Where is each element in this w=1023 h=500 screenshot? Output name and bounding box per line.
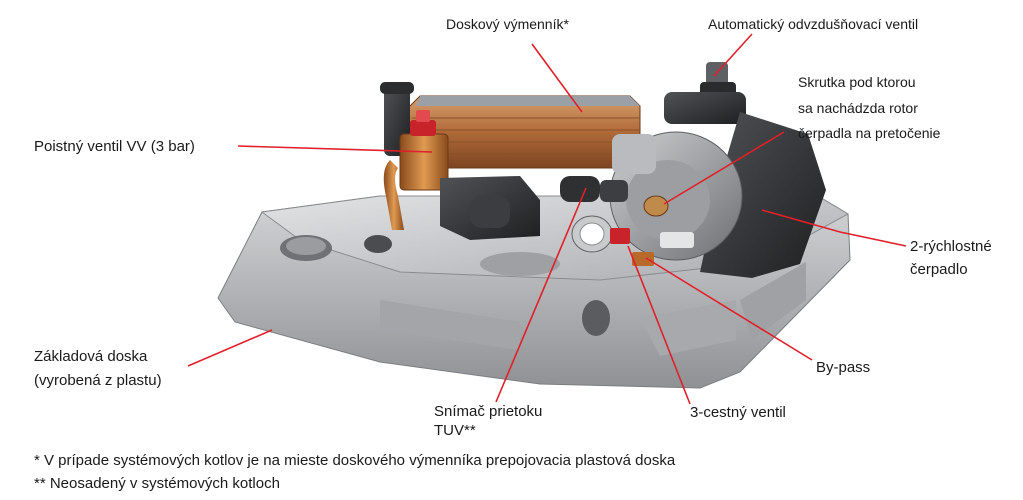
leader-lines [187,33,907,405]
label-base-plate-line-1: Základová doska [34,348,148,365]
leader-air-vent [713,33,753,77]
label-pump-screw-line-3: čerpadla na pretočenie [798,125,941,141]
flow-sensor-and-valves [560,176,654,266]
label-pump-screw-line-1: Skrutka pod ktorou [798,74,916,90]
leader-safety-valve [237,145,433,153]
label-pump-screw-line-2: sa nachádzda rotor [798,100,918,116]
leader-plate-exchanger [531,43,583,113]
leader-pump-screw [663,131,785,205]
automatic-air-vent [664,62,746,124]
label-flow-sensor-line-1: Snímač prietoku [434,403,543,420]
plate-heat-exchanger [407,95,641,169]
label-pump-line-1: 2-rýchlostné [910,238,992,255]
leader-base-plate [187,329,273,367]
label-automatic-air-vent: Automatický odvzdušňovací ventil [708,16,919,32]
label-base-plate-line-2: (vyrobená z plastu) [34,372,162,389]
leader-three-way-valve [627,245,691,405]
label-three-way-valve: 3-cestný ventil [690,404,786,421]
leader-pump [761,209,907,247]
left-pipe-fittings [380,82,540,240]
leader-flow-sensor [495,187,587,403]
label-plate-heat-exchanger: Doskový výmenník* [446,16,569,32]
leader-bypass [645,257,813,361]
footnote-1: * V prípade systémových kotlov je na mie… [34,452,676,469]
label-safety-valve: Poistný ventil VV (3 bar) [34,138,195,155]
footnote-2: ** Neosadený v systémových kotloch [34,475,280,492]
label-bypass: By-pass [816,359,871,376]
label-pump-line-2: čerpadlo [910,261,968,278]
label-flow-sensor-line-2: TUV** [434,422,476,439]
